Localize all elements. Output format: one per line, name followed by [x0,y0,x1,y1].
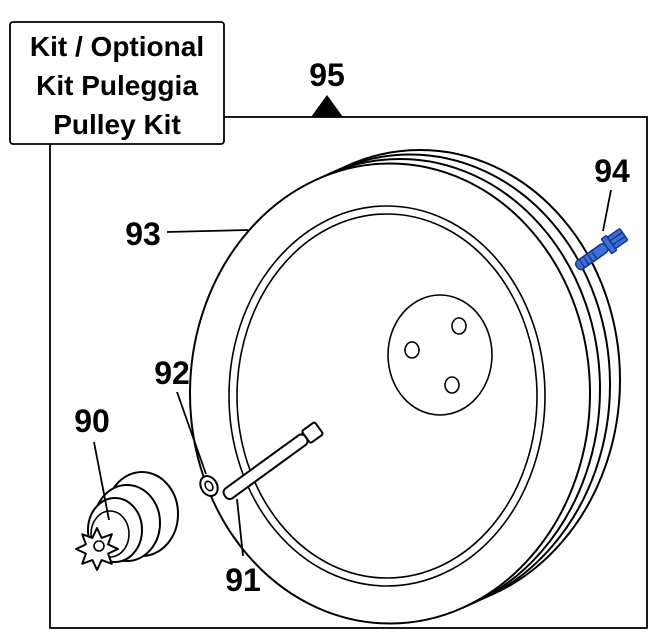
kit-label-line-2: Kit Puleggia [36,70,198,101]
bolt-hex-head [606,228,629,250]
bolt-head-facet-line-2 [612,235,626,246]
part-label-95: 95 [309,57,345,93]
pulley-bolt-hole-2 [404,341,420,359]
kit-label-line-3: Pulley Kit [53,109,181,140]
pulley-part [189,149,621,625]
clutch-spline-center-hole [93,540,105,552]
pulley-dish-inner-ellipse [236,213,538,579]
leader-line-92 [176,391,207,475]
part-label-92: 92 [154,355,190,391]
kit-label-line-1: Kit / Optional [30,31,204,62]
leader-line-90 [93,441,110,521]
kit-label-box-border [9,21,225,145]
part-label-93: 93 [125,216,161,252]
bolt-head-facet-line-1 [609,231,623,242]
bolt-thread-line-1 [578,259,586,269]
kit-boundary-box [49,116,648,629]
part-label-90: 90 [74,403,110,439]
leader-line-94 [602,189,612,232]
bolt-thread-line-4 [590,250,598,260]
clutch-part [75,471,179,571]
leader-line-91 [236,498,244,557]
bolt-thread-line-3 [586,253,594,263]
part-label-94: 94 [594,153,630,189]
kit-marker-triangle-icon [311,95,343,117]
washer-inner-ellipse [204,480,214,492]
leader-line-93 [166,229,249,233]
bolt-part [574,228,629,271]
kit-label-box: Kit / Optional Kit Puleggia Pulley Kit [9,21,225,145]
pulley-bolt-hole-3 [444,376,460,394]
bolt-thread-line-2 [582,256,590,266]
part-label-91: 91 [225,562,261,598]
shaft-part [222,421,324,500]
washer-part [199,475,219,497]
shaft-end-cap [301,421,324,444]
pulley-bolt-hole-1 [451,317,467,335]
pulley-hub-ellipse [387,294,493,416]
